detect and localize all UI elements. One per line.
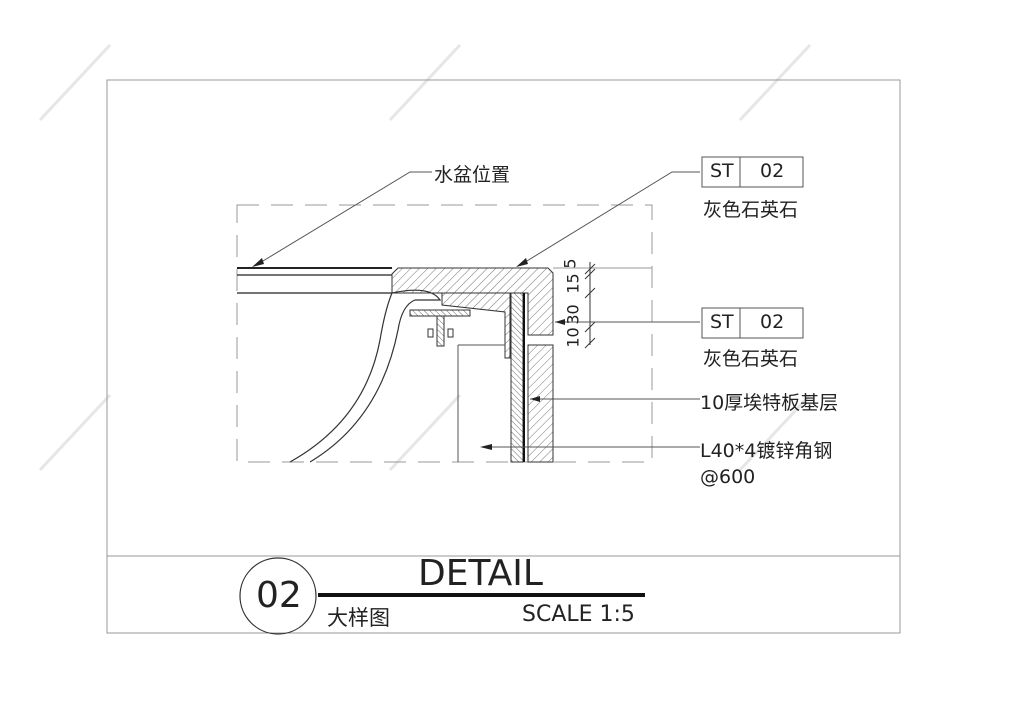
angle-spacing-label: @600 <box>700 466 756 488</box>
sink-cutout-outline <box>236 204 653 463</box>
detail-number: 02 <box>256 575 302 616</box>
tag1-desc: 灰色石英石 <box>703 199 799 221</box>
dimension-30: 30 <box>563 304 583 325</box>
watermark <box>38 43 812 472</box>
material-tag-box <box>701 156 804 339</box>
sub-layer <box>441 292 511 359</box>
sink-bowl <box>309 289 442 463</box>
sheet-frame <box>106 79 901 634</box>
stone-countertop <box>391 267 554 336</box>
substrate-label: 10厚埃特板基层 <box>700 392 839 414</box>
detail-number-circle <box>239 557 317 635</box>
tag2-number: 02 <box>760 311 785 333</box>
tag2-code: ST <box>710 311 734 333</box>
detail-title: DETAIL <box>418 553 543 594</box>
stone-fascia <box>527 344 554 463</box>
substrate-board <box>510 292 524 463</box>
tag1-number: 02 <box>760 160 785 182</box>
tag1-code: ST <box>710 160 734 182</box>
dimension-line <box>553 262 652 349</box>
tag2-desc: 灰色石英石 <box>703 348 799 370</box>
angle-steel <box>409 309 471 347</box>
detail-subtitle: 大样图 <box>327 606 390 630</box>
dimension-5: 5 <box>560 258 580 269</box>
sink-rim <box>237 267 392 294</box>
dimension-10: 10 <box>563 327 583 348</box>
leader-lines <box>257 171 700 448</box>
sink-position-label: 水盆位置 <box>434 164 511 186</box>
angle-steel-label: L40*4镀锌角钢 <box>700 440 833 462</box>
dimension-15: 15 <box>563 273 583 294</box>
detail-scale: SCALE 1:5 <box>522 602 635 627</box>
